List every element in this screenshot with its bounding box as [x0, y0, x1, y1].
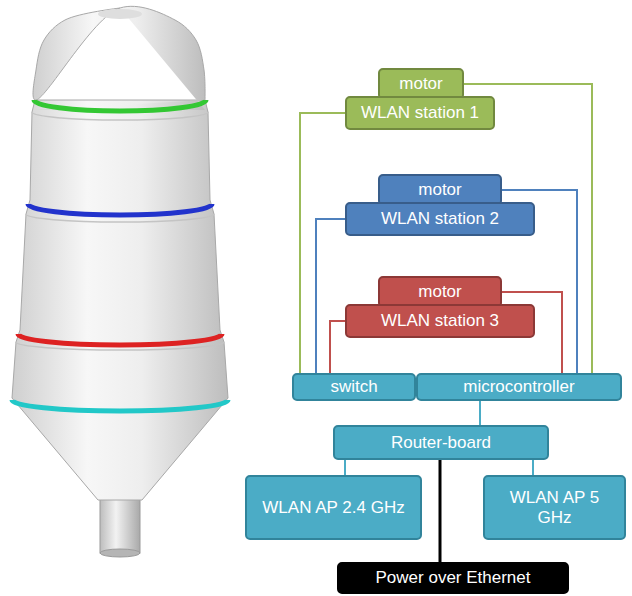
connector-line [316, 219, 345, 373]
node-label: motor [418, 180, 461, 200]
housing [12, 6, 228, 557]
node-label: WLAN station 1 [361, 103, 479, 123]
power-box: Power over Ethernet [337, 562, 569, 594]
housing-dome-edge [33, 6, 205, 100]
top-cap [98, 9, 142, 19]
access-point-box: WLAN AP 2.4 GHz [245, 475, 422, 540]
node-label: Power over Ethernet [376, 568, 531, 588]
connector-line [300, 113, 345, 373]
housing-dome [33, 6, 205, 110]
microcontroller-box: microcontroller [416, 373, 622, 401]
node-label: microcontroller [463, 377, 574, 397]
node-label: WLAN AP 5 GHz [485, 488, 624, 527]
mount-base [100, 549, 140, 557]
wlan-station-box: WLAN station 3 [345, 304, 535, 338]
connector-line [344, 460, 346, 475]
connector-line [479, 401, 481, 425]
switch-box: switch [292, 373, 416, 401]
colour-ring [28, 204, 212, 215]
wlan-station-box: WLAN station 2 [345, 202, 535, 236]
node-label: Router-board [391, 433, 491, 453]
housing-body [12, 100, 228, 500]
wlan-station-box: WLAN station 1 [345, 96, 495, 130]
node-label: switch [330, 377, 377, 397]
colour-ring [18, 334, 222, 345]
colour-ring [34, 100, 206, 111]
node-label: motor [399, 74, 442, 94]
node-label: WLAN station 2 [381, 209, 499, 229]
connector-line [532, 460, 534, 475]
mount-cylinder [100, 495, 140, 553]
node-label: WLAN AP 2.4 GHz [252, 498, 414, 518]
node-label: motor [418, 282, 461, 302]
access-point-box: WLAN AP 5 GHz [483, 475, 626, 540]
colour-ring [12, 400, 228, 411]
connector-line [330, 321, 345, 373]
connector-line [439, 460, 442, 562]
router-board-box: Router-board [333, 425, 549, 460]
node-label: WLAN station 3 [381, 311, 499, 331]
